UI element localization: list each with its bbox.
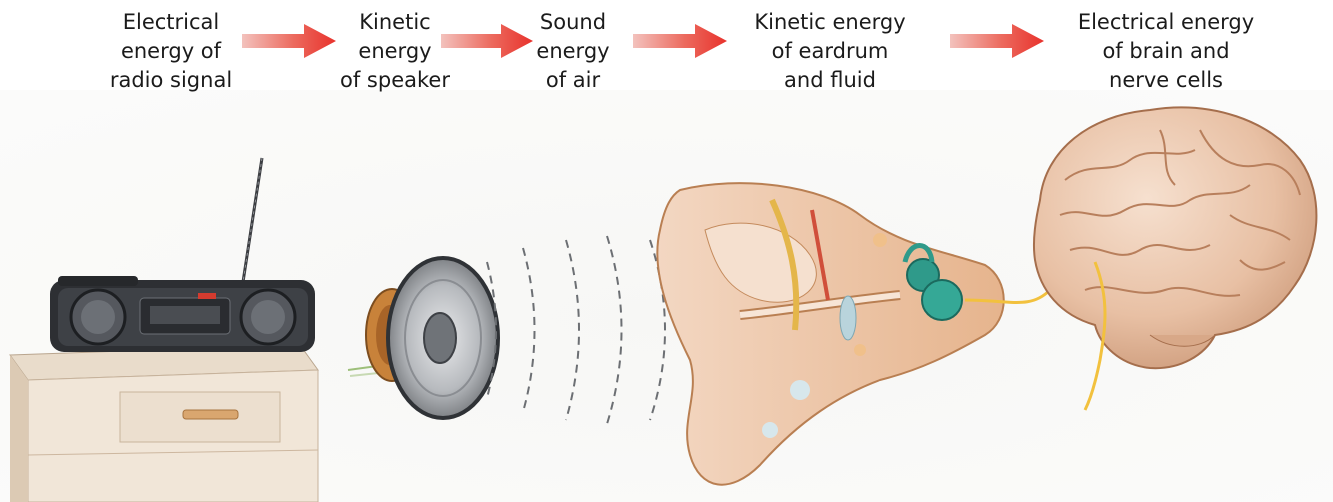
radio-cassette-icon — [10, 158, 318, 502]
brain-icon — [1034, 107, 1316, 410]
speaker-cone-icon — [348, 258, 498, 418]
ear-cross-section-icon — [657, 183, 1095, 485]
sound-waves-icon — [487, 236, 665, 424]
